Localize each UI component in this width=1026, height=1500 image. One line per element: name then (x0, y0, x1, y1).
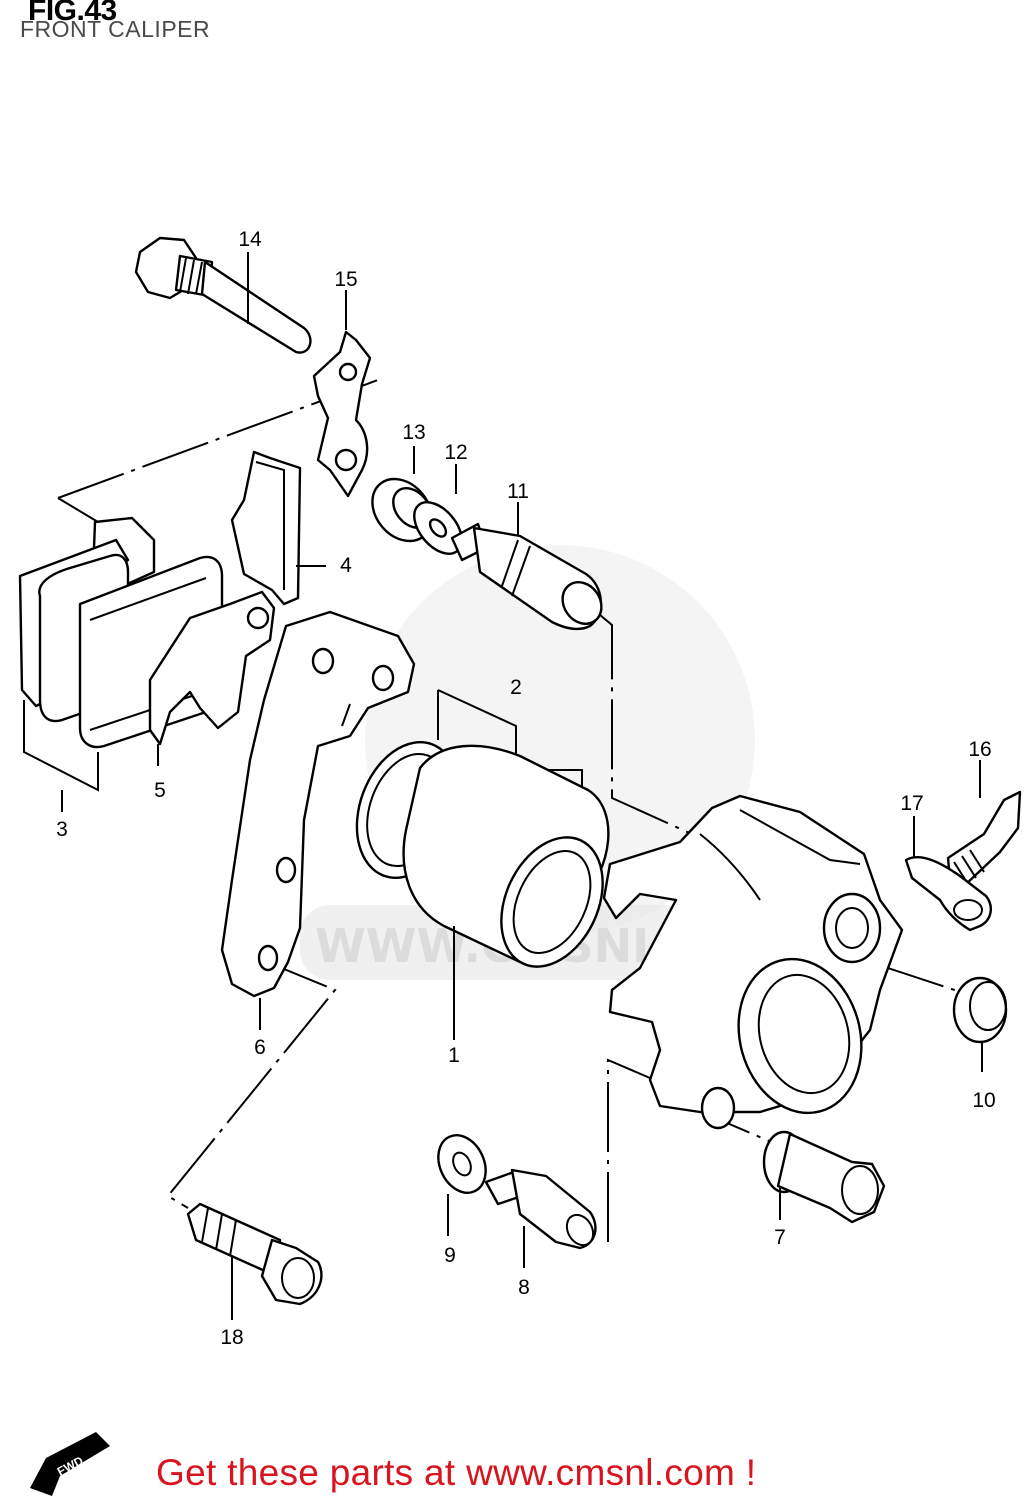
part-11-slide-pin (450, 522, 603, 631)
callout-14: 14 (238, 228, 262, 251)
callout-16: 16 (968, 738, 991, 761)
callout-5: 5 (154, 779, 166, 802)
part-7-bolt (762, 1130, 886, 1224)
callout-13: 13 (402, 421, 425, 444)
part-9-washer (437, 1134, 487, 1236)
callout-4: 4 (340, 554, 352, 577)
part-15-lock-washer (312, 330, 372, 498)
part-6-bracket (220, 610, 416, 998)
fwd-direction-badge: FWD (30, 1432, 110, 1496)
leader-lines (61, 252, 981, 1040)
part-16-bleeder (946, 760, 1022, 888)
callout-3: 3 (56, 818, 68, 841)
callout-9: 9 (444, 1244, 456, 1267)
callout-18: 18 (220, 1326, 243, 1349)
part-8-slide-pin (484, 1168, 597, 1268)
callout-12: 12 (444, 441, 467, 464)
part-1-piston (402, 744, 610, 968)
callout-6: 6 (254, 1036, 266, 1059)
part-5-pad-shim (148, 590, 276, 766)
callout-11: 11 (507, 480, 529, 503)
callout-17: 17 (900, 792, 923, 815)
part-14-bolt (134, 236, 312, 354)
part-17-bleeder-cap (904, 816, 992, 932)
callout-1: 1 (448, 1044, 460, 1067)
callout-2: 2 (510, 676, 522, 699)
callout-8: 8 (518, 1276, 530, 1299)
figure-title: FIG.43 (28, 0, 117, 27)
callout-10: 10 (972, 1089, 995, 1112)
part-18-bolt (186, 1202, 323, 1320)
callout-7: 7 (774, 1226, 786, 1249)
part-4-pad-spring (230, 450, 326, 606)
part-10-cap (952, 976, 1008, 1072)
caliper-body (602, 794, 904, 1130)
callout-15: 15 (334, 268, 357, 291)
promo-link[interactable]: Get these parts at www.cmsnl.com ! (156, 1452, 757, 1493)
figure-subtitle: FRONT CALIPER (20, 16, 211, 42)
part-3-brake-pads (18, 516, 224, 792)
callout-labels: 1 2 3 4 5 6 7 8 9 10 11 12 13 14 15 16 1… (56, 228, 996, 1349)
